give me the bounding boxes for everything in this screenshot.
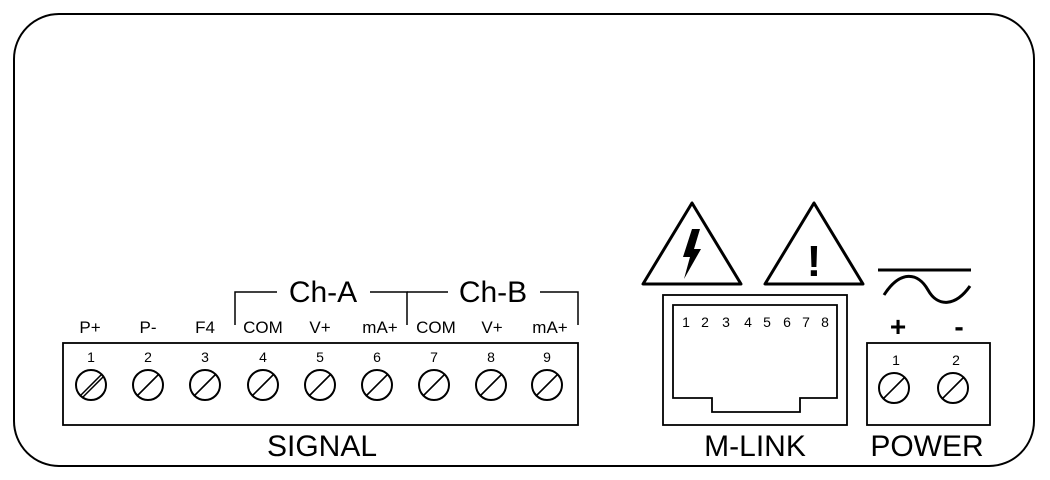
terminal-6-number: 6 — [373, 349, 381, 365]
ac-power-symbol-icon — [878, 268, 972, 304]
signal-screws — [75, 369, 563, 401]
terminal-3-number: 3 — [201, 349, 209, 365]
exclamation-mark: ! — [807, 237, 822, 286]
power-screw-2-icon[interactable] — [937, 372, 969, 404]
power-terminal-1-number: 1 — [892, 352, 900, 368]
power-plus-label: + — [890, 311, 906, 342]
screw-9-icon[interactable] — [531, 369, 563, 401]
ch-b-bracket — [407, 291, 579, 325]
caution-warning-icon: ! — [763, 201, 865, 286]
terminal-9-number: 9 — [543, 349, 551, 365]
signal-terminal-numbers: 1 2 3 4 5 6 7 8 9 — [87, 349, 551, 365]
mlink-section-label: M-LINK — [704, 430, 806, 463]
mlink-pin-8: 8 — [821, 314, 829, 330]
terminal-2-label: P- — [140, 318, 157, 337]
power-section-label: POWER — [870, 430, 983, 463]
screw-1-icon[interactable] — [75, 369, 107, 401]
terminal-1-label: P+ — [79, 318, 100, 337]
terminal-4-number: 4 — [259, 349, 267, 365]
terminal-9-label: mA+ — [532, 318, 568, 337]
power-terminal-2-number: 2 — [952, 352, 960, 368]
screw-7-icon[interactable] — [418, 369, 450, 401]
terminal-8-number: 8 — [487, 349, 495, 365]
screw-3-icon[interactable] — [189, 369, 221, 401]
mlink-pin-2: 2 — [701, 314, 709, 330]
mlink-pin-5: 5 — [763, 314, 771, 330]
rj45-socket-icon — [672, 304, 838, 413]
mlink-pin-1: 1 — [682, 314, 690, 330]
ch-a-label: Ch-A — [289, 276, 357, 309]
terminal-7-number: 7 — [430, 349, 438, 365]
power-minus-label: - — [954, 311, 963, 342]
terminal-5-label: V+ — [309, 318, 330, 337]
screw-8-icon[interactable] — [475, 369, 507, 401]
terminal-2-number: 2 — [144, 349, 152, 365]
signal-section-label: SIGNAL — [267, 430, 377, 463]
screw-6-icon[interactable] — [361, 369, 393, 401]
power-screw-1-icon[interactable] — [878, 372, 910, 404]
terminal-7-label: COM — [416, 318, 456, 337]
signal-terminal-labels: P+ P- F4 COM V+ mA+ COM V+ mA+ — [79, 318, 567, 337]
mlink-port[interactable] — [662, 294, 848, 426]
high-voltage-warning-icon — [641, 201, 743, 286]
screw-4-icon[interactable] — [247, 369, 279, 401]
screw-5-icon[interactable] — [304, 369, 336, 401]
terminal-6-label: mA+ — [362, 318, 398, 337]
mlink-pin-4: 4 — [744, 314, 752, 330]
screw-2-icon[interactable] — [132, 369, 164, 401]
terminal-3-label: F4 — [195, 318, 215, 337]
terminal-4-label: COM — [243, 318, 283, 337]
ch-b-label: Ch-B — [459, 276, 527, 309]
mlink-pin-6: 6 — [783, 314, 791, 330]
mlink-pin-3: 3 — [722, 314, 730, 330]
mlink-pin-7: 7 — [802, 314, 810, 330]
power-screws — [878, 372, 969, 404]
mlink-pin-numbers: 1 2 3 4 5 6 7 8 — [682, 314, 829, 330]
terminal-1-number: 1 — [87, 349, 95, 365]
terminal-8-label: V+ — [481, 318, 502, 337]
terminal-5-number: 5 — [316, 349, 324, 365]
